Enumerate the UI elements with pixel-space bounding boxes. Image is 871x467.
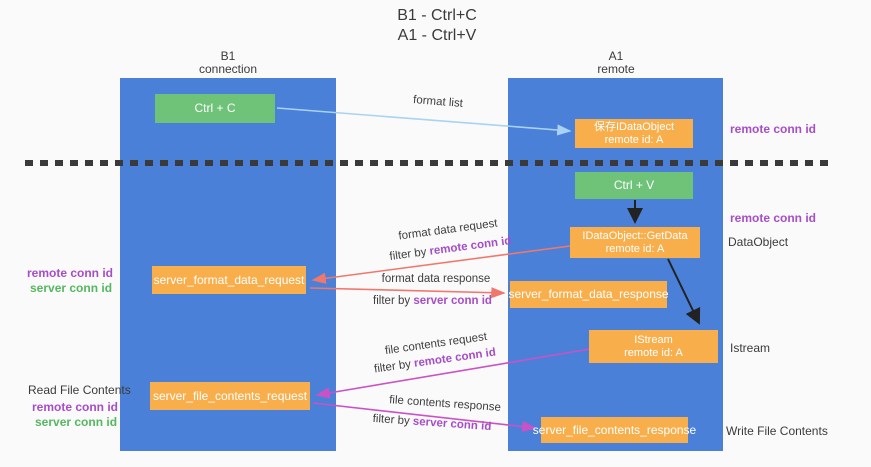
server-file-contents-request-node: server_file_contents_request (150, 382, 310, 410)
save-dataobject-line1: 保存IDataObject (593, 120, 675, 133)
ctrl-c-node: Ctrl + C (155, 94, 275, 123)
server-format-data-request-label: server_format_data_request (153, 272, 305, 287)
paste-remote-conn-id-label: remote conn id (730, 211, 817, 225)
save-dataobject-line2: remote id: A (604, 133, 664, 146)
right-column-role: remote (597, 62, 635, 76)
server-file-contents-response-node: server_file_contents_response (533, 417, 696, 443)
getdata-line1: IDataObject::GetData (582, 229, 688, 242)
format-data-request-filter-key: remote conn id (428, 235, 513, 258)
server-file-contents-request-label: server_file_contents_request (152, 388, 308, 403)
right-column-header: A1 remote (546, 50, 686, 76)
format-server-conn-id-label: server conn id (30, 281, 113, 295)
file-contents-response-label: file contents response (388, 394, 502, 414)
getdata-line2: remote id: A (605, 242, 665, 255)
format-data-response-label: format data response (381, 273, 491, 285)
getdata-node: IDataObject::GetData remote id: A (570, 227, 700, 258)
left-column-header: B1 connection (158, 50, 298, 76)
format-data-response-arrow (309, 287, 506, 299)
file-contents-response-filter-key: server conn id (412, 415, 492, 434)
read-file-contents-label: Read File Contents (28, 383, 131, 397)
istream-node: IStream remote id: A (589, 330, 718, 363)
page-title: B1 - Ctrl+C A1 - Ctrl+V (317, 6, 557, 46)
page-title-line2: A1 - Ctrl+V (397, 27, 477, 44)
format-remote-conn-id-label: remote conn id (27, 266, 114, 280)
file-contents-response-filter-label: filter by server conn id (372, 412, 492, 434)
dataobject-label: DataObject (728, 235, 789, 249)
write-file-contents-label: Write File Contents (726, 424, 828, 438)
format-data-response-filter-key: server conn id (413, 295, 492, 307)
save-dataobject-node: 保存IDataObject remote id: A (575, 119, 693, 148)
server-format-data-request-node: server_format_data_request (152, 266, 306, 294)
ctrl-v-node: Ctrl + V (575, 172, 693, 199)
server-format-data-response-label: server_format_data_response (508, 287, 669, 301)
server-file-contents-response-label: server_file_contents_response (532, 422, 697, 437)
istream-side-label: Istream (730, 341, 771, 355)
saved-remote-conn-id-label: remote conn id (730, 122, 817, 136)
left-column-role: connection (198, 62, 258, 76)
server-format-data-response-node: server_format_data_response (508, 281, 669, 308)
page-title-line1: B1 - Ctrl+C (397, 7, 477, 24)
file-server-conn-id-label: server conn id (35, 415, 118, 429)
file-remote-conn-id-label: remote conn id (32, 400, 119, 414)
left-column-name: B1 (220, 49, 236, 63)
ctrl-v-label: Ctrl + V (613, 178, 655, 192)
istream-line2: remote id: A (624, 346, 683, 359)
ctrl-c-label: Ctrl + C (194, 101, 236, 115)
istream-line1: IStream (634, 333, 673, 346)
right-column-name: A1 (608, 49, 624, 63)
format-data-response-filter-label: filter by server conn id (373, 295, 492, 307)
format-list-label: format list (412, 94, 464, 110)
